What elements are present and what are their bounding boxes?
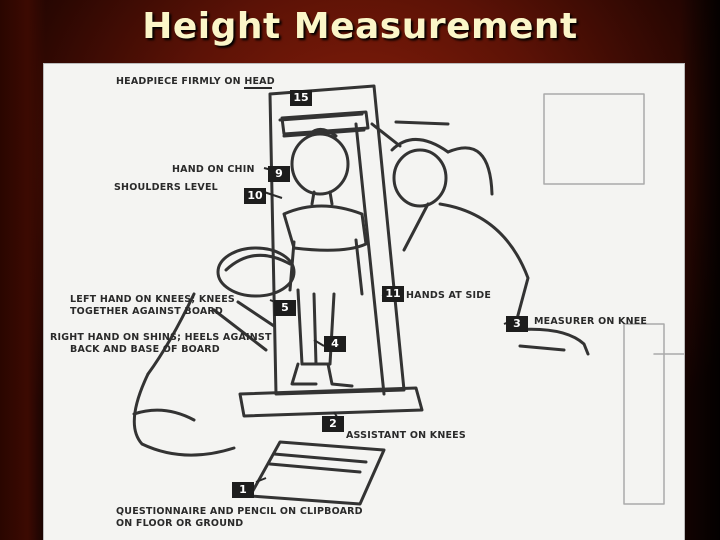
- step-number-4: 4: [324, 336, 346, 352]
- clipboard: [248, 440, 386, 506]
- step-number-15: 15: [290, 90, 312, 106]
- label-questionnaire-line-2: ON FLOOR OR GROUND: [116, 518, 244, 529]
- label-left-hand-line-2: TOGETHER AGAINST BOARD: [70, 306, 224, 317]
- label-hands-at-side: HANDS AT SIDE: [406, 290, 492, 301]
- diagram-panel: HEADPIECE FIRMLY ON HEAD 15 HAND ON CHIN…: [44, 64, 684, 540]
- measurement-illustration: [132, 84, 684, 506]
- label-hand-on-chin: HAND ON CHIN: [172, 164, 255, 175]
- slide-right-edge: [680, 0, 720, 540]
- headpiece: [280, 110, 370, 136]
- label-right-hand-line-2: BACK AND BASE OF BOARD: [70, 344, 220, 355]
- label-measurer-on-knee: MEASURER ON KNEE: [534, 316, 648, 327]
- label-left-hand-line-1: LEFT HAND ON KNEES; KNEES: [70, 294, 235, 305]
- step-number-5: 5: [274, 300, 296, 316]
- assistant-figure: [132, 246, 296, 457]
- label-headpiece: HEADPIECE FIRMLY ON HEAD: [116, 76, 275, 87]
- step-number-1: 1: [232, 482, 254, 498]
- slide-title: Height Measurement: [142, 6, 578, 47]
- background-sketch: [543, 93, 684, 505]
- label-questionnaire-line-1: QUESTIONNAIRE AND PENCIL ON CLIPBOARD: [116, 506, 363, 517]
- step-number-11: 11: [382, 286, 404, 302]
- board-base: [238, 386, 424, 418]
- label-assistant-on-knees: ASSISTANT ON KNEES: [346, 430, 466, 441]
- step-number-2: 2: [322, 416, 344, 432]
- label-right-hand-line-1: RIGHT HAND ON SHINS; HEELS AGAINST: [50, 332, 272, 343]
- step-number-10: 10: [244, 188, 266, 204]
- slide-left-edge: [0, 0, 46, 540]
- step-number-9: 9: [268, 166, 290, 182]
- step-number-3: 3: [506, 316, 528, 332]
- label-shoulders-level: SHOULDERS LEVEL: [114, 182, 218, 193]
